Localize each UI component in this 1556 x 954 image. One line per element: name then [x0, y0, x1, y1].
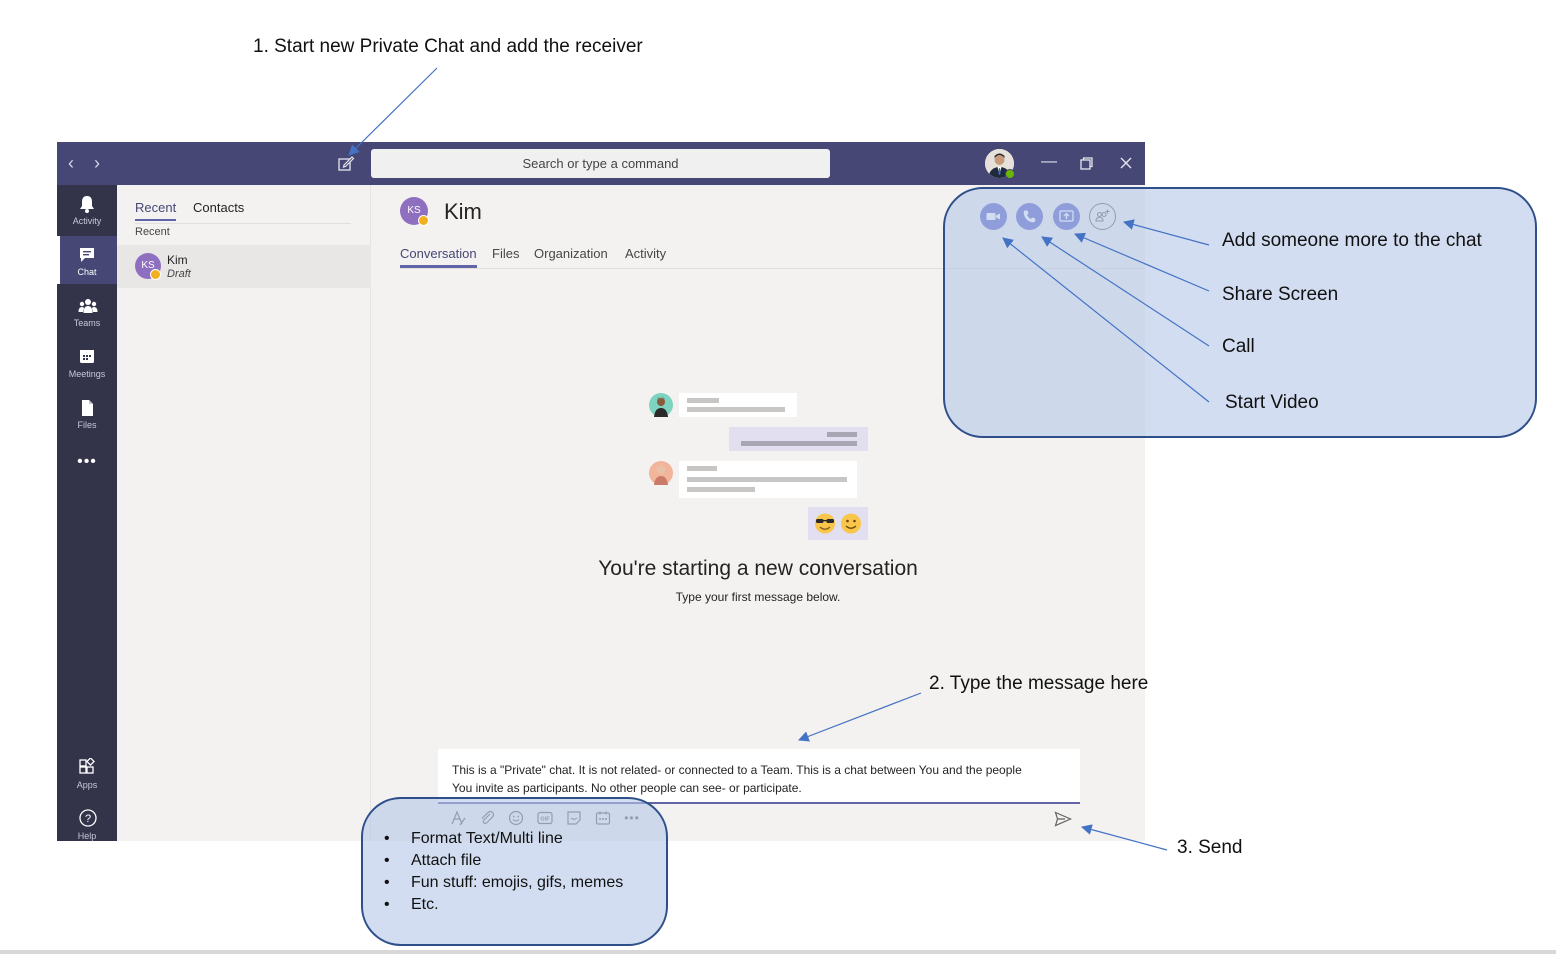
chat-icon	[80, 248, 94, 262]
apps-icon	[79, 758, 95, 774]
rail-label: Chat	[77, 267, 97, 277]
conversation-pane: KS Kim Conversation Files Organization A…	[371, 185, 1145, 841]
away-clock-icon	[150, 269, 161, 280]
list-item: Etc.	[382, 894, 623, 916]
back-arrow-icon[interactable]: ‹	[68, 153, 74, 173]
compose-tips-list: Format Text/Multi line Attach file Fun s…	[382, 828, 623, 916]
bottom-edge	[0, 950, 1556, 954]
presence-available-icon	[1005, 169, 1015, 179]
empty-state-title: You're starting a new conversation	[598, 557, 918, 580]
chat-item-subtitle: Draft	[167, 268, 191, 280]
rail-label: Apps	[76, 780, 98, 790]
close-icon[interactable]	[1120, 157, 1132, 169]
message-draft-line: This is a "Private" chat. It is not rela…	[452, 763, 1022, 777]
chat-item-name: Kim	[167, 253, 188, 267]
list-item: Format Text/Multi line	[382, 828, 623, 850]
annotation-start-video: Start Video	[1225, 392, 1319, 413]
restore-icon[interactable]	[1080, 157, 1093, 170]
message-draft-line: You invite as participants. No other peo…	[452, 781, 802, 795]
forward-arrow-icon[interactable]: ›	[94, 153, 100, 173]
new-chat-compose-icon[interactable]	[337, 155, 355, 173]
tab-organization[interactable]: Organization	[534, 246, 608, 261]
chat-list-item-kim[interactable]: KS Kim Draft	[117, 245, 371, 288]
person-avatar-illustration	[649, 393, 673, 417]
app-rail: Activity Chat Teams	[57, 185, 117, 841]
minimize-icon[interactable]: —	[1041, 153, 1057, 170]
rail-item-apps[interactable]: Apps	[57, 749, 117, 797]
divider	[135, 223, 351, 224]
annotation-add-someone: Add someone more to the chat	[1222, 230, 1482, 251]
empty-state-subtitle: Type your first message below.	[675, 590, 841, 604]
rail-item-activity[interactable]: Activity	[57, 185, 117, 233]
rail-item-teams[interactable]: Teams	[57, 287, 117, 335]
annotation-send: 3. Send	[1177, 837, 1243, 858]
rail-item-help[interactable]: ? Help	[57, 800, 117, 841]
tab-files[interactable]: Files	[492, 246, 520, 261]
file-icon	[82, 400, 93, 416]
tab-contacts[interactable]: Contacts	[193, 200, 245, 215]
list-item: Fun stuff: emojis, gifs, memes	[382, 872, 623, 894]
away-clock-icon	[418, 215, 429, 226]
bell-icon	[80, 196, 94, 213]
tab-recent[interactable]: Recent	[135, 200, 177, 221]
rail-item-chat[interactable]: Chat	[57, 236, 117, 284]
chat-list-pane: Recent Contacts Recent KS Kim Draft	[117, 185, 371, 841]
list-item: Attach file	[382, 850, 623, 872]
divider	[400, 268, 1145, 269]
person-avatar-illustration	[649, 461, 673, 485]
send-icon[interactable]	[1054, 811, 1072, 827]
rail-label: Activity	[72, 216, 102, 226]
section-label-recent: Recent	[135, 226, 170, 238]
rail-label: Help	[77, 831, 97, 841]
message-bubble-placeholder	[679, 461, 857, 498]
calendar-icon	[80, 350, 94, 363]
rail-label: Meetings	[68, 369, 106, 379]
more-apps-ellipsis-icon[interactable]: •••	[77, 453, 97, 470]
svg-text:?: ?	[85, 813, 91, 825]
title-bar: ‹ › Search or type a command —	[57, 142, 1145, 185]
annotation-start-new-chat: 1. Start new Private Chat and add the re…	[253, 36, 643, 57]
tab-conversation[interactable]: Conversation	[400, 246, 477, 268]
teams-icon	[78, 299, 98, 313]
annotation-type-message: 2. Type the message here	[929, 673, 1149, 694]
message-compose-input[interactable]: This is a "Private" chat. It is not rela…	[438, 749, 1080, 804]
annotation-call: Call	[1222, 336, 1255, 357]
tab-activity[interactable]: Activity	[625, 246, 667, 261]
help-icon: ?	[79, 809, 97, 827]
message-bubble-placeholder	[679, 393, 797, 417]
message-bubble-placeholder	[729, 427, 868, 451]
rail-item-files[interactable]: Files	[57, 389, 117, 437]
rail-item-meetings[interactable]: Meetings	[57, 338, 117, 386]
search-input[interactable]: Search or type a command	[371, 149, 830, 178]
annotation-share-screen: Share Screen	[1222, 284, 1339, 305]
emoji-bubble-placeholder	[808, 507, 868, 540]
rail-label: Teams	[73, 318, 101, 328]
page-title: Kim	[444, 199, 482, 224]
rail-label: Files	[77, 420, 97, 430]
